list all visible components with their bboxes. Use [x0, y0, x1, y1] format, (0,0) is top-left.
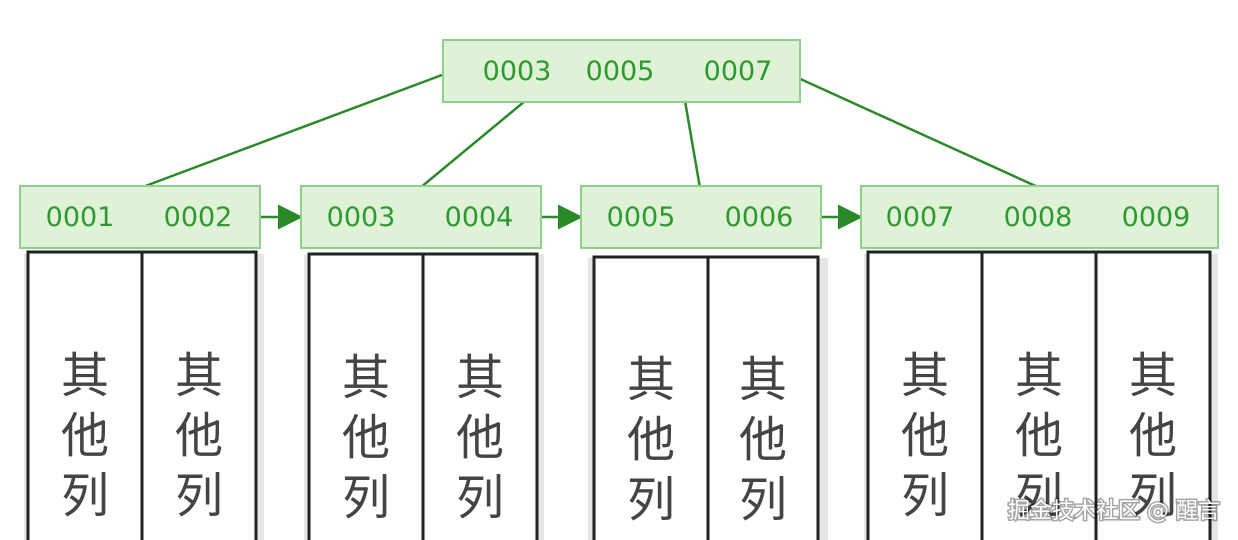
leaf-key: 0007	[886, 202, 955, 233]
row-column	[421, 252, 539, 540]
column-char: 其	[61, 348, 109, 404]
watermark: 掘金技术社区 @ 醒言	[1008, 499, 1220, 524]
column-group-4: 其 他 列 其 他 列 其 他 列	[864, 250, 1218, 540]
column-char: 其	[1015, 348, 1063, 404]
row-column	[592, 255, 710, 540]
leaf-key: 0009	[1122, 202, 1191, 233]
leaf-node-1: 0001 0002	[19, 185, 261, 249]
leaf-node-4: 0007 0008 0009	[860, 185, 1219, 249]
column-char: 他	[342, 410, 390, 466]
column-group-1: 其 他 列 其 他 列	[24, 250, 264, 540]
root-node: 0003 0005 0007	[442, 39, 801, 103]
root-key: 0007	[704, 56, 773, 87]
leaf-node-3: 0005 0006	[580, 185, 822, 249]
column-char: 他	[175, 408, 223, 464]
row-column	[1094, 250, 1212, 540]
column-char: 列	[342, 470, 390, 526]
column-char: 他	[1015, 408, 1063, 464]
row-column	[706, 255, 820, 540]
root-key: 0003	[483, 56, 552, 87]
column-char: 列	[1015, 468, 1063, 524]
column-group-3: 其 他 列 其 他 列	[588, 255, 828, 540]
row-column	[140, 250, 258, 540]
column-char: 其	[1129, 348, 1177, 404]
leaf-key: 0001	[46, 202, 115, 233]
leaf-key: 0004	[445, 202, 514, 233]
column-char: 其	[175, 348, 223, 404]
column-char: 列	[1129, 468, 1177, 524]
column-char: 他	[739, 412, 787, 468]
column-char: 列	[61, 468, 109, 524]
column-group-2: 其 他 列 其 他 列	[304, 252, 544, 540]
edge-root-leaf-1	[139, 70, 451, 190]
column-char: 其	[627, 352, 675, 408]
root-key: 0005	[586, 56, 655, 87]
leaf-key: 0005	[607, 202, 676, 233]
leaf-node-2: 0003 0004	[300, 185, 542, 249]
column-char: 他	[627, 412, 675, 468]
column-char: 列	[175, 468, 223, 524]
column-char: 其	[901, 348, 949, 404]
row-column	[307, 252, 425, 540]
column-char: 其	[456, 350, 504, 406]
leaf-key: 0006	[725, 202, 794, 233]
row-column	[866, 250, 984, 540]
column-char: 其	[342, 350, 390, 406]
column-char: 他	[61, 408, 109, 464]
column-char: 列	[901, 468, 949, 524]
column-char: 列	[627, 472, 675, 528]
column-char: 列	[456, 470, 504, 526]
column-char: 他	[456, 410, 504, 466]
column-char: 其	[739, 352, 787, 408]
edge-root-leaf-4	[784, 70, 1041, 190]
leaf-key: 0008	[1004, 202, 1073, 233]
leaf-key: 0003	[327, 202, 396, 233]
row-column	[26, 250, 144, 540]
column-char: 他	[901, 408, 949, 464]
column-char: 他	[1129, 408, 1177, 464]
column-char: 列	[739, 472, 787, 528]
leaf-key: 0002	[164, 202, 233, 233]
